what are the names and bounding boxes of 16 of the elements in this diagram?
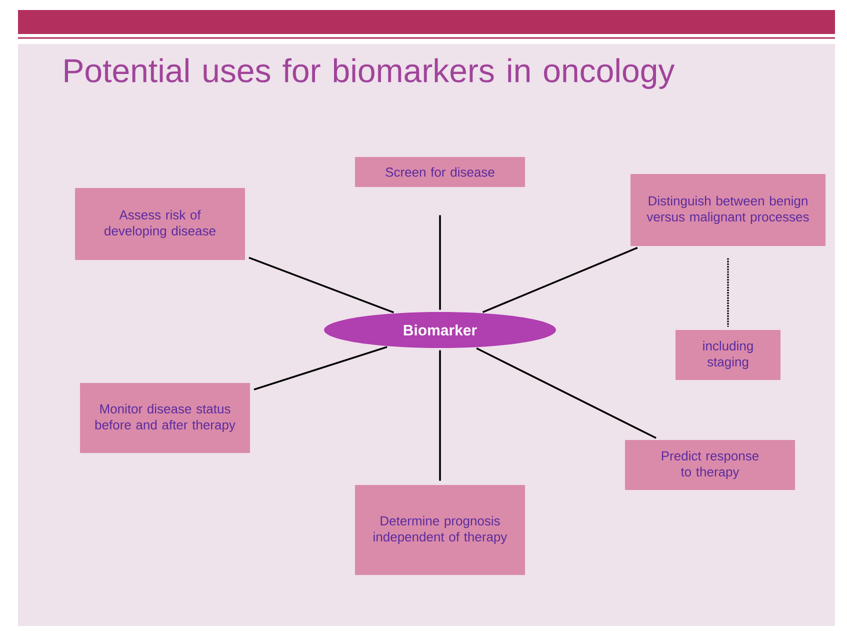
connector-line: [476, 347, 656, 439]
text-box: Monitor disease status before and after therapy: [80, 383, 250, 453]
text-box: Distinguish between benign versus malignant processes: [630, 174, 826, 246]
connector-line: [439, 215, 441, 310]
connector-line: [248, 256, 394, 314]
text-box: Predict response to therapy: [625, 440, 795, 490]
connector-line: [482, 246, 638, 314]
text-box: Screen for disease: [355, 157, 525, 187]
text-box: including staging: [676, 330, 780, 380]
slide-title: Potential uses for biomarkers in oncology: [64, 58, 675, 89]
connector-line: [727, 258, 729, 327]
text-box: Assess risk of developing disease: [75, 188, 245, 260]
text-box: Determine prognosis independent of therapy: [355, 485, 525, 575]
ellipse-node: Biomarker: [324, 312, 556, 348]
connector-line: [254, 346, 388, 390]
connector-line: [439, 350, 441, 481]
